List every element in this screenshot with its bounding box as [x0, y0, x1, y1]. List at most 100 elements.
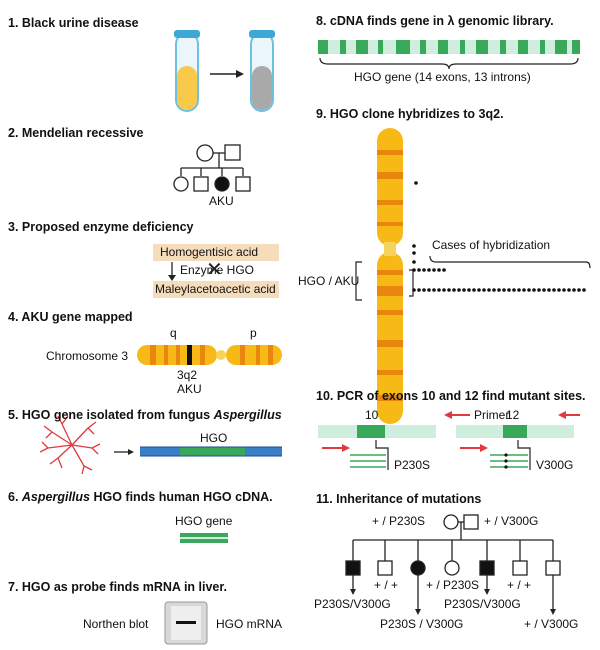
hybridization-dot [417, 268, 421, 272]
locus-bracket-right [409, 269, 414, 297]
child-4-genotype: + / P230S [426, 578, 480, 592]
human-hgo-cdna [180, 533, 228, 543]
step-6-title: 6. Aspergillus HGO finds human HGO cDNA. [8, 490, 273, 504]
hybridization-dot [547, 288, 551, 292]
hybridization-dot [467, 288, 471, 292]
hybridization-dot [412, 288, 416, 292]
human-gene-label: HGO gene [175, 514, 233, 528]
father-genotype: + / P230S [372, 514, 426, 528]
hybridization-dot [497, 288, 501, 292]
child-7-genotype: + / V300G [524, 617, 579, 631]
hybridization-dot [462, 288, 466, 292]
mutation-pedigree [345, 514, 561, 610]
hybridization-dot [472, 288, 476, 292]
mrna-label: HGO mRNA [216, 617, 282, 631]
hybridization-dot [412, 268, 416, 272]
affected-label: AKU [209, 194, 234, 208]
hybridization-dot [537, 288, 541, 292]
pcr-exon-10 [318, 411, 470, 470]
hybridization-dots [412, 181, 586, 292]
northern-blot [164, 601, 208, 645]
blot-label: Northen blot [83, 617, 149, 631]
child-3-genotype: P230S / V300G [380, 617, 464, 631]
hybridization-dot [572, 288, 576, 292]
hybridization-dot [502, 288, 506, 292]
step-1-title: 1. Black urine disease [8, 16, 139, 30]
pedigree-arrowheads [350, 589, 556, 615]
arrow-right-icon [114, 449, 134, 455]
child-6-genotype: + / + [507, 578, 532, 592]
arrow-right-icon [210, 70, 244, 78]
hybridization-dot [452, 288, 456, 292]
substrate-label: Homogentisic acid [160, 245, 259, 259]
hybridization-dot [427, 268, 431, 272]
cases-label: Cases of hybridization [432, 238, 551, 252]
step-6-species: Aspergillus [21, 490, 90, 504]
primer-label: Primer [474, 408, 510, 422]
test-tube-dark-urine [249, 30, 275, 112]
hybridization-dot [552, 288, 556, 292]
step-9-title: 9. HGO clone hybridizes to 3q2. [316, 107, 504, 121]
hybridization-dot [437, 268, 441, 272]
product-box [153, 281, 279, 298]
step-6-title-text: HGO finds human HGO cDNA. [89, 490, 273, 504]
hybridization-dot [432, 288, 436, 292]
step-8-title-suffix: genomic library. [454, 14, 554, 28]
chromosome-3 [137, 345, 282, 365]
step-11-title: 11. Inheritance of mutations [316, 492, 482, 506]
hybridization-dot [432, 268, 436, 272]
hybridization-dot [412, 251, 416, 255]
substrate-box [153, 244, 279, 261]
locus-label: HGO / AKU [298, 274, 360, 288]
hybridization-dot [487, 288, 491, 292]
step-8-title: 8. cDNA finds gene in λ genomic library. [316, 14, 554, 28]
cases-bracket [429, 255, 591, 269]
step-5-species: Aspergillus [213, 408, 282, 422]
child-5-genotype: P230S/V300G [444, 597, 521, 611]
enzyme-label: Enzyme HGO [180, 263, 255, 277]
hybridization-dot [414, 181, 418, 185]
exon-12-label: 12 [506, 408, 520, 422]
hybridization-dot [527, 288, 531, 292]
hybridization-dot [422, 288, 426, 292]
aspergillus-fungus-icon [39, 415, 101, 475]
hybridization-dot [442, 268, 446, 272]
lambda-symbol: λ [447, 14, 455, 28]
hybridization-dot [542, 288, 546, 292]
step-4-title: 4. AKU gene mapped [8, 310, 133, 324]
fungal-gene-label: HGO [200, 431, 228, 445]
pcr-exon-12 [456, 411, 580, 470]
step-2-title: 2. Mendelian recessive [8, 126, 144, 140]
hybridization-dot [482, 288, 486, 292]
locus-bracket [355, 261, 362, 301]
hybridization-dot [427, 288, 431, 292]
hybridization-dot [567, 288, 571, 292]
gene-span-bracket [319, 57, 579, 70]
hybridization-dot [437, 288, 441, 292]
deficiency-cross-icon: ✕ [206, 259, 223, 281]
child-2-genotype: + / + [374, 578, 399, 592]
hybridization-dot [412, 244, 416, 248]
genomic-hgo-gene [318, 40, 580, 54]
hybridization-dot [582, 288, 586, 292]
hybridization-dot [512, 288, 516, 292]
hybridization-dot [532, 288, 536, 292]
fungal-dna-strand [140, 446, 282, 457]
hybridization-dot [422, 268, 426, 272]
step-8-title-text: 8. cDNA finds gene in [316, 14, 448, 28]
arrow-down-icon [168, 262, 176, 281]
mutation-p230s: P230S [394, 458, 431, 472]
pedigree-recessive [173, 144, 251, 192]
hybridization-dot [557, 288, 561, 292]
hybridization-dot [457, 288, 461, 292]
step-5-title: 5. HGO gene isolated from fungus Aspergi… [8, 408, 282, 422]
step-7-title: 7. HGO as probe finds mRNA in liver. [8, 580, 228, 594]
hybridization-dot [477, 288, 481, 292]
hybridization-dot [412, 260, 416, 264]
hybridization-dot [417, 288, 421, 292]
step-10-title: 10. PCR of exons 10 and 12 find mutant s… [316, 389, 586, 403]
chromosome-3-vertical [377, 128, 403, 424]
hybridization-dot [447, 288, 451, 292]
chromosome-label: Chromosome 3 [46, 349, 129, 363]
